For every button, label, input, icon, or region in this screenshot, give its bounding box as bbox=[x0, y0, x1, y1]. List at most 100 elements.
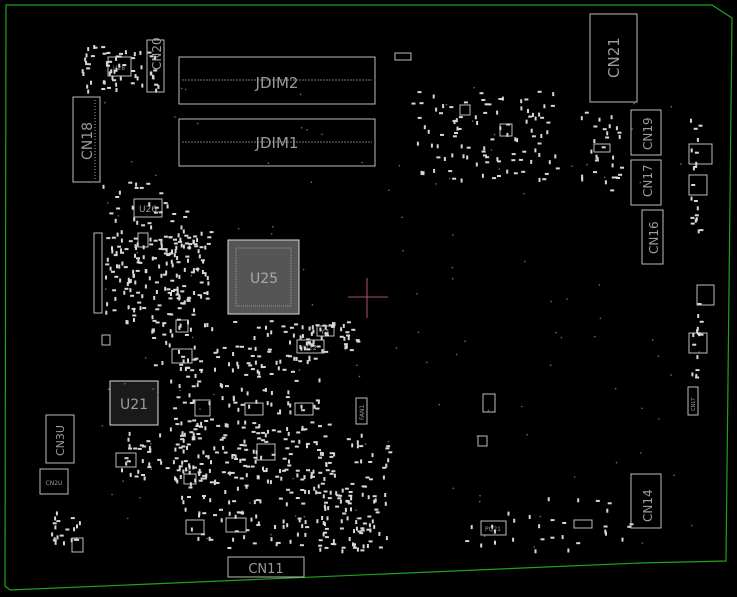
pad bbox=[201, 270, 204, 274]
pad bbox=[367, 515, 372, 518]
cn21-connector[interactable]: CN21 bbox=[589, 13, 638, 103]
via bbox=[560, 336, 563, 339]
pad bbox=[200, 477, 205, 480]
pad bbox=[531, 135, 536, 138]
pad bbox=[228, 471, 231, 476]
pad bbox=[199, 360, 204, 363]
cn17-connector[interactable]: CN17 bbox=[630, 159, 662, 206]
pad bbox=[470, 525, 473, 530]
cn11-connector[interactable]: CN11 bbox=[227, 556, 305, 578]
pad bbox=[179, 323, 182, 328]
u25-bga-chip[interactable]: U25 bbox=[227, 239, 300, 315]
pad bbox=[165, 261, 168, 266]
pad bbox=[197, 249, 200, 254]
pad bbox=[115, 251, 118, 256]
pad bbox=[182, 438, 185, 443]
pad bbox=[305, 526, 310, 529]
via bbox=[311, 304, 314, 306]
pad bbox=[360, 433, 363, 438]
pad bbox=[251, 430, 256, 433]
cn14-connector[interactable]: CN14 bbox=[630, 473, 662, 529]
pad bbox=[155, 88, 158, 93]
pad bbox=[173, 238, 177, 241]
pad bbox=[487, 103, 492, 106]
cn3u-connector[interactable]: CN3U bbox=[45, 414, 75, 464]
u22-chip[interactable]: U22 bbox=[296, 339, 325, 354]
pad bbox=[255, 499, 260, 502]
pad bbox=[188, 243, 193, 246]
pad bbox=[152, 319, 157, 322]
pad bbox=[356, 440, 359, 445]
pad bbox=[246, 391, 249, 396]
via bbox=[152, 388, 154, 390]
pad bbox=[202, 450, 205, 455]
pad bbox=[181, 431, 184, 436]
pad bbox=[149, 243, 154, 246]
jdim1-slot[interactable]: JDIM1 bbox=[178, 118, 376, 167]
via bbox=[487, 409, 490, 412]
pad bbox=[250, 368, 255, 371]
pad bbox=[186, 443, 191, 446]
cn18-label: CN18 bbox=[80, 122, 96, 160]
pad bbox=[274, 525, 276, 529]
pad bbox=[581, 177, 584, 182]
pad bbox=[270, 330, 273, 335]
pad bbox=[248, 404, 251, 409]
cn16-connector[interactable]: CN16 bbox=[641, 209, 664, 265]
pad bbox=[694, 218, 697, 223]
u25-label: U25 bbox=[250, 271, 278, 287]
cn19-connector[interactable]: CN19 bbox=[630, 109, 662, 156]
pad bbox=[257, 375, 261, 378]
pad bbox=[242, 444, 247, 447]
pad bbox=[371, 453, 374, 458]
jdim2-slot[interactable]: JDIM2 bbox=[178, 56, 376, 105]
pad bbox=[311, 325, 314, 330]
pad bbox=[538, 112, 541, 117]
cn18-connector[interactable]: CN18 bbox=[72, 96, 101, 183]
pad bbox=[606, 131, 609, 136]
pad bbox=[323, 531, 328, 534]
pad bbox=[161, 248, 166, 251]
pad bbox=[144, 284, 147, 289]
pad bbox=[289, 410, 292, 415]
pad bbox=[339, 499, 342, 504]
pad bbox=[182, 469, 185, 474]
pad bbox=[239, 458, 242, 463]
pad bbox=[518, 158, 523, 161]
u26-chip[interactable]: U26 bbox=[133, 198, 163, 218]
pad bbox=[194, 245, 199, 248]
pad bbox=[483, 154, 487, 157]
pad bbox=[333, 322, 336, 327]
pad bbox=[200, 421, 203, 426]
cn2u-connector[interactable]: CN2U bbox=[39, 468, 69, 495]
pad bbox=[318, 425, 322, 428]
fan1-connector[interactable]: FAN1 bbox=[355, 397, 368, 425]
pad bbox=[341, 549, 344, 554]
pad bbox=[132, 314, 137, 317]
pad bbox=[490, 138, 495, 141]
pad bbox=[329, 452, 334, 455]
via bbox=[451, 277, 454, 280]
pad bbox=[157, 84, 160, 89]
pad bbox=[284, 468, 289, 471]
pad bbox=[511, 159, 516, 162]
u21-chip[interactable]: U21 bbox=[109, 380, 159, 426]
pad bbox=[481, 150, 486, 153]
pad bbox=[362, 522, 367, 525]
via bbox=[455, 353, 458, 356]
pad bbox=[590, 149, 593, 154]
pad bbox=[385, 463, 388, 468]
via bbox=[364, 443, 367, 445]
pad bbox=[282, 524, 285, 529]
pad bbox=[483, 146, 486, 151]
pad bbox=[170, 220, 175, 223]
component-pads bbox=[51, 45, 704, 554]
pad bbox=[323, 477, 326, 481]
pad bbox=[155, 290, 158, 294]
pad bbox=[148, 276, 151, 281]
pq21-part[interactable]: PQ21 bbox=[480, 520, 507, 536]
via bbox=[187, 469, 189, 472]
pad bbox=[299, 335, 302, 340]
cn1t-connector[interactable]: CN1T bbox=[687, 386, 699, 416]
